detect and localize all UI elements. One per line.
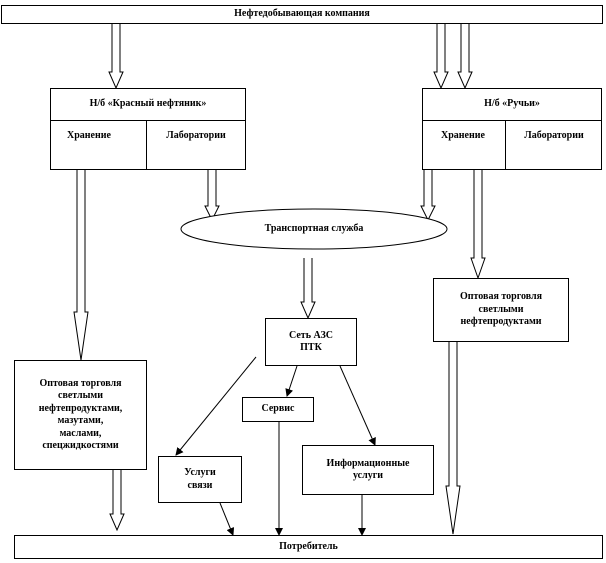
left-depot-labs: Лаборатории [166,129,226,141]
comm-services-box [158,456,242,503]
info-services-label: Информационные услуги [326,457,410,482]
info-services-box [302,445,434,495]
right-depot-labs: Лаборатории [524,129,584,141]
transport-ellipse-shape [180,208,448,250]
wholesale-light-label: Оптовая торговля светлыми нефтепродуктам… [459,291,543,328]
arrow-company-to-right-depot-1 [433,24,449,90]
left-depot-vdivider [146,120,147,170]
oil-company-label: Нефтедобывающая компания [234,8,370,20]
consumer-label: Потребитель [279,540,338,552]
right-depot-vdivider [505,120,506,170]
arrow-wholesale-light-to-consumer [445,342,461,535]
left-depot-divider [50,120,246,121]
arrow-wholesale-mixed-to-consumer [109,470,125,532]
left-depot-storage: Хранение [67,129,111,141]
comm-services-label: Услуги связи [184,467,216,491]
transport-service-label: Транспортная служба [264,222,364,234]
gas-station-network-label: Сеть АЗС ПТК [289,329,333,354]
service-box [242,397,314,422]
arrow-company-to-left-depot [108,24,124,90]
consumer-bar [14,535,603,559]
right-depot-box [422,88,602,170]
arrow-gas-to-comm [175,356,257,456]
arrow-gas-to-service [285,365,298,397]
right-depot-divider [422,120,602,121]
left-depot-box [50,88,246,170]
arrow-comm-to-consumer [219,502,235,536]
right-depot-title: Н/б «Ручьи» [484,97,540,109]
arrow-gas-to-info [339,365,376,446]
wholesale-mixed-label: Оптовая торговля светлыми нефтепродуктам… [38,377,123,452]
service-label: Сервис [261,403,295,415]
left-depot-title: Н/б «Красный нефтяник» [89,97,207,109]
arrow-right-labs-to-wholesale [470,170,486,280]
arrow-company-to-right-depot-2 [457,24,473,90]
wholesale-mixed-box [14,360,147,470]
wholesale-light-box [433,278,569,342]
right-depot-storage: Хранение [441,129,485,141]
arrow-transport-to-gas-network [300,258,316,320]
arrow-left-storage-to-wholesale [73,170,89,361]
gas-station-network-box [265,318,357,366]
oil-company-bar [1,5,603,24]
